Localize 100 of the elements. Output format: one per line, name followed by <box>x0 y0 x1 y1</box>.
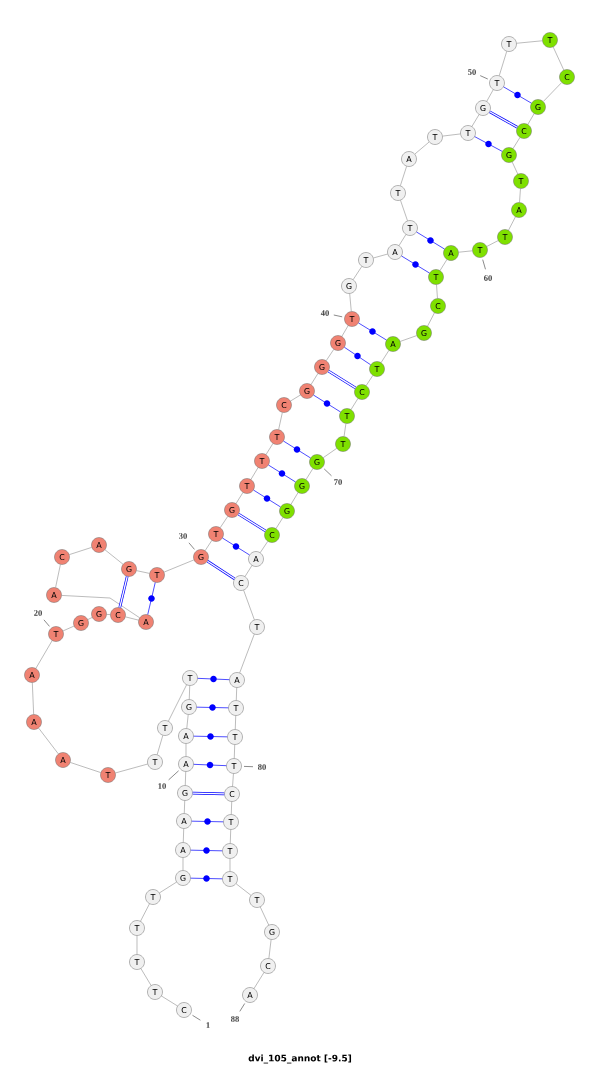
backbone-line <box>519 188 521 203</box>
backbone-line <box>373 253 388 259</box>
base-pair-line <box>283 440 311 459</box>
base-pair-line <box>191 818 224 825</box>
backbone-line <box>244 565 253 577</box>
base-pair-line <box>196 704 229 711</box>
backbone-line <box>341 325 349 337</box>
backbone-line <box>104 549 124 565</box>
backbone-line <box>235 492 244 504</box>
backbone-line <box>140 968 152 986</box>
backbone-line <box>349 293 352 312</box>
base-pair-line <box>237 512 267 533</box>
position-number: 70 <box>323 468 342 485</box>
backbone-line <box>458 250 473 253</box>
backbone-line <box>140 903 150 922</box>
backbone-line <box>115 763 148 774</box>
base-pair-line <box>358 322 387 341</box>
base-pair-line <box>268 464 296 483</box>
backbone-line <box>366 375 373 386</box>
backbone-line <box>230 829 231 844</box>
base-pair-line <box>190 847 223 854</box>
base-pair-line <box>327 369 357 390</box>
backbone-line <box>290 394 301 402</box>
base-pair-line <box>206 560 236 580</box>
backbone-line <box>326 349 334 361</box>
backbone-line <box>278 412 283 430</box>
backbone-line <box>156 735 164 755</box>
backbone-line <box>471 114 480 127</box>
base-pair-line <box>313 394 341 413</box>
backbone-line <box>125 616 139 621</box>
backbone-line <box>185 771 186 786</box>
backbone-line <box>168 684 187 722</box>
backbone-line <box>512 161 518 175</box>
position-number: 50 <box>468 69 489 80</box>
backbone-line <box>136 935 138 955</box>
backbone-line <box>136 570 150 574</box>
backbone-line <box>414 141 430 155</box>
backbone-line <box>184 800 185 814</box>
base-pair-line <box>193 733 228 740</box>
position-number: 40 <box>320 310 343 318</box>
backbone-line <box>275 517 284 529</box>
position-number: 1 <box>192 1015 210 1028</box>
backbone-line <box>161 995 178 1007</box>
base-pair-line <box>503 86 532 104</box>
backbone-line <box>234 744 235 759</box>
base-pair-line <box>344 346 371 366</box>
backbone-line <box>512 137 521 149</box>
backbone-line <box>442 133 461 137</box>
backbone-line <box>353 266 362 280</box>
backbone-line <box>239 634 255 673</box>
backbone-line <box>400 166 407 186</box>
backbone-line <box>260 906 269 926</box>
backbone-line <box>260 541 268 553</box>
backbone-line <box>253 972 265 989</box>
caption: dvi_105_annot [-9.5] <box>248 1054 352 1064</box>
backbone-line <box>268 939 272 959</box>
position-number: 60 <box>482 259 492 281</box>
backbone-line <box>310 373 319 385</box>
backbone-line <box>163 559 195 573</box>
backbone-line <box>398 234 407 246</box>
base-pair-line <box>197 675 230 683</box>
backbone-line <box>231 801 232 815</box>
backbone-line <box>265 443 274 455</box>
base-pair-line <box>489 110 518 129</box>
backbone-line <box>38 727 59 755</box>
backbone-line <box>499 51 507 76</box>
backbone-line <box>32 682 34 715</box>
backbone-line <box>87 617 93 620</box>
backbone-line <box>55 564 61 588</box>
base-pair-line <box>147 582 156 615</box>
backbone-line <box>380 350 390 363</box>
base-pair-line <box>222 537 250 556</box>
base-pair-line <box>118 575 129 609</box>
backbone-line <box>323 448 337 458</box>
backbone-line <box>243 590 255 620</box>
position-number: 30 <box>179 533 195 550</box>
backbone-line <box>427 312 435 327</box>
base-pair-line <box>192 791 225 796</box>
backbone-line <box>543 82 562 102</box>
backbone-line <box>183 828 184 843</box>
position-number: 10 <box>158 770 179 789</box>
backbone-line <box>159 881 177 894</box>
backbone-line <box>62 625 75 632</box>
backbone-line <box>236 687 237 701</box>
backbone-line <box>70 762 101 773</box>
backbone-line <box>250 467 259 480</box>
backbone-line <box>61 595 140 618</box>
backbone-line <box>436 284 438 299</box>
backbone-line <box>305 468 314 480</box>
backbone-line <box>235 715 236 730</box>
backbone-line <box>189 685 190 700</box>
backbone-line <box>185 743 187 757</box>
position-number: 80 <box>243 764 266 770</box>
backbone-line <box>186 714 189 729</box>
base-pair-line <box>401 255 430 274</box>
backbone-line <box>400 335 417 342</box>
backbone-line <box>229 858 231 872</box>
backbone-line <box>220 516 228 528</box>
backbone-line <box>553 46 564 71</box>
base-pair-line <box>253 489 281 508</box>
